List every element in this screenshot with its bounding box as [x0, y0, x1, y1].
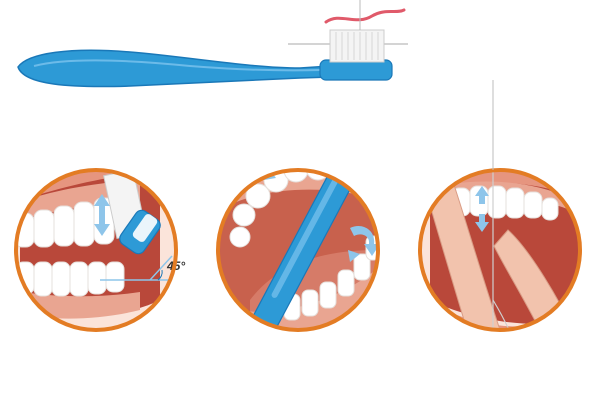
- tooth: [302, 290, 318, 316]
- tooth: [70, 262, 88, 296]
- tooth: [88, 262, 106, 294]
- tooth: [542, 198, 558, 220]
- tooth: [488, 186, 506, 218]
- tooth: [320, 282, 336, 308]
- panel-flossing: [418, 80, 588, 390]
- tooth: [34, 262, 52, 296]
- toothbrush-handle: [18, 50, 330, 86]
- tooth: [338, 270, 354, 296]
- tooth: [506, 188, 524, 218]
- tooth: [74, 202, 94, 246]
- tooth: [34, 210, 54, 247]
- tooth: [52, 262, 70, 296]
- tooth: [106, 262, 124, 292]
- panel-brushing-angle: 45°: [10, 137, 185, 340]
- tooth: [524, 192, 542, 218]
- toothbrush-head: [320, 60, 392, 80]
- toothpaste-stripe: [326, 10, 404, 22]
- tooth: [230, 227, 250, 247]
- toothbrush-top: [18, 0, 408, 87]
- panel-brushing-inner: [215, 138, 385, 344]
- tooth: [233, 204, 255, 226]
- tooth: [54, 206, 74, 246]
- toothbrush-bristles: [330, 30, 384, 62]
